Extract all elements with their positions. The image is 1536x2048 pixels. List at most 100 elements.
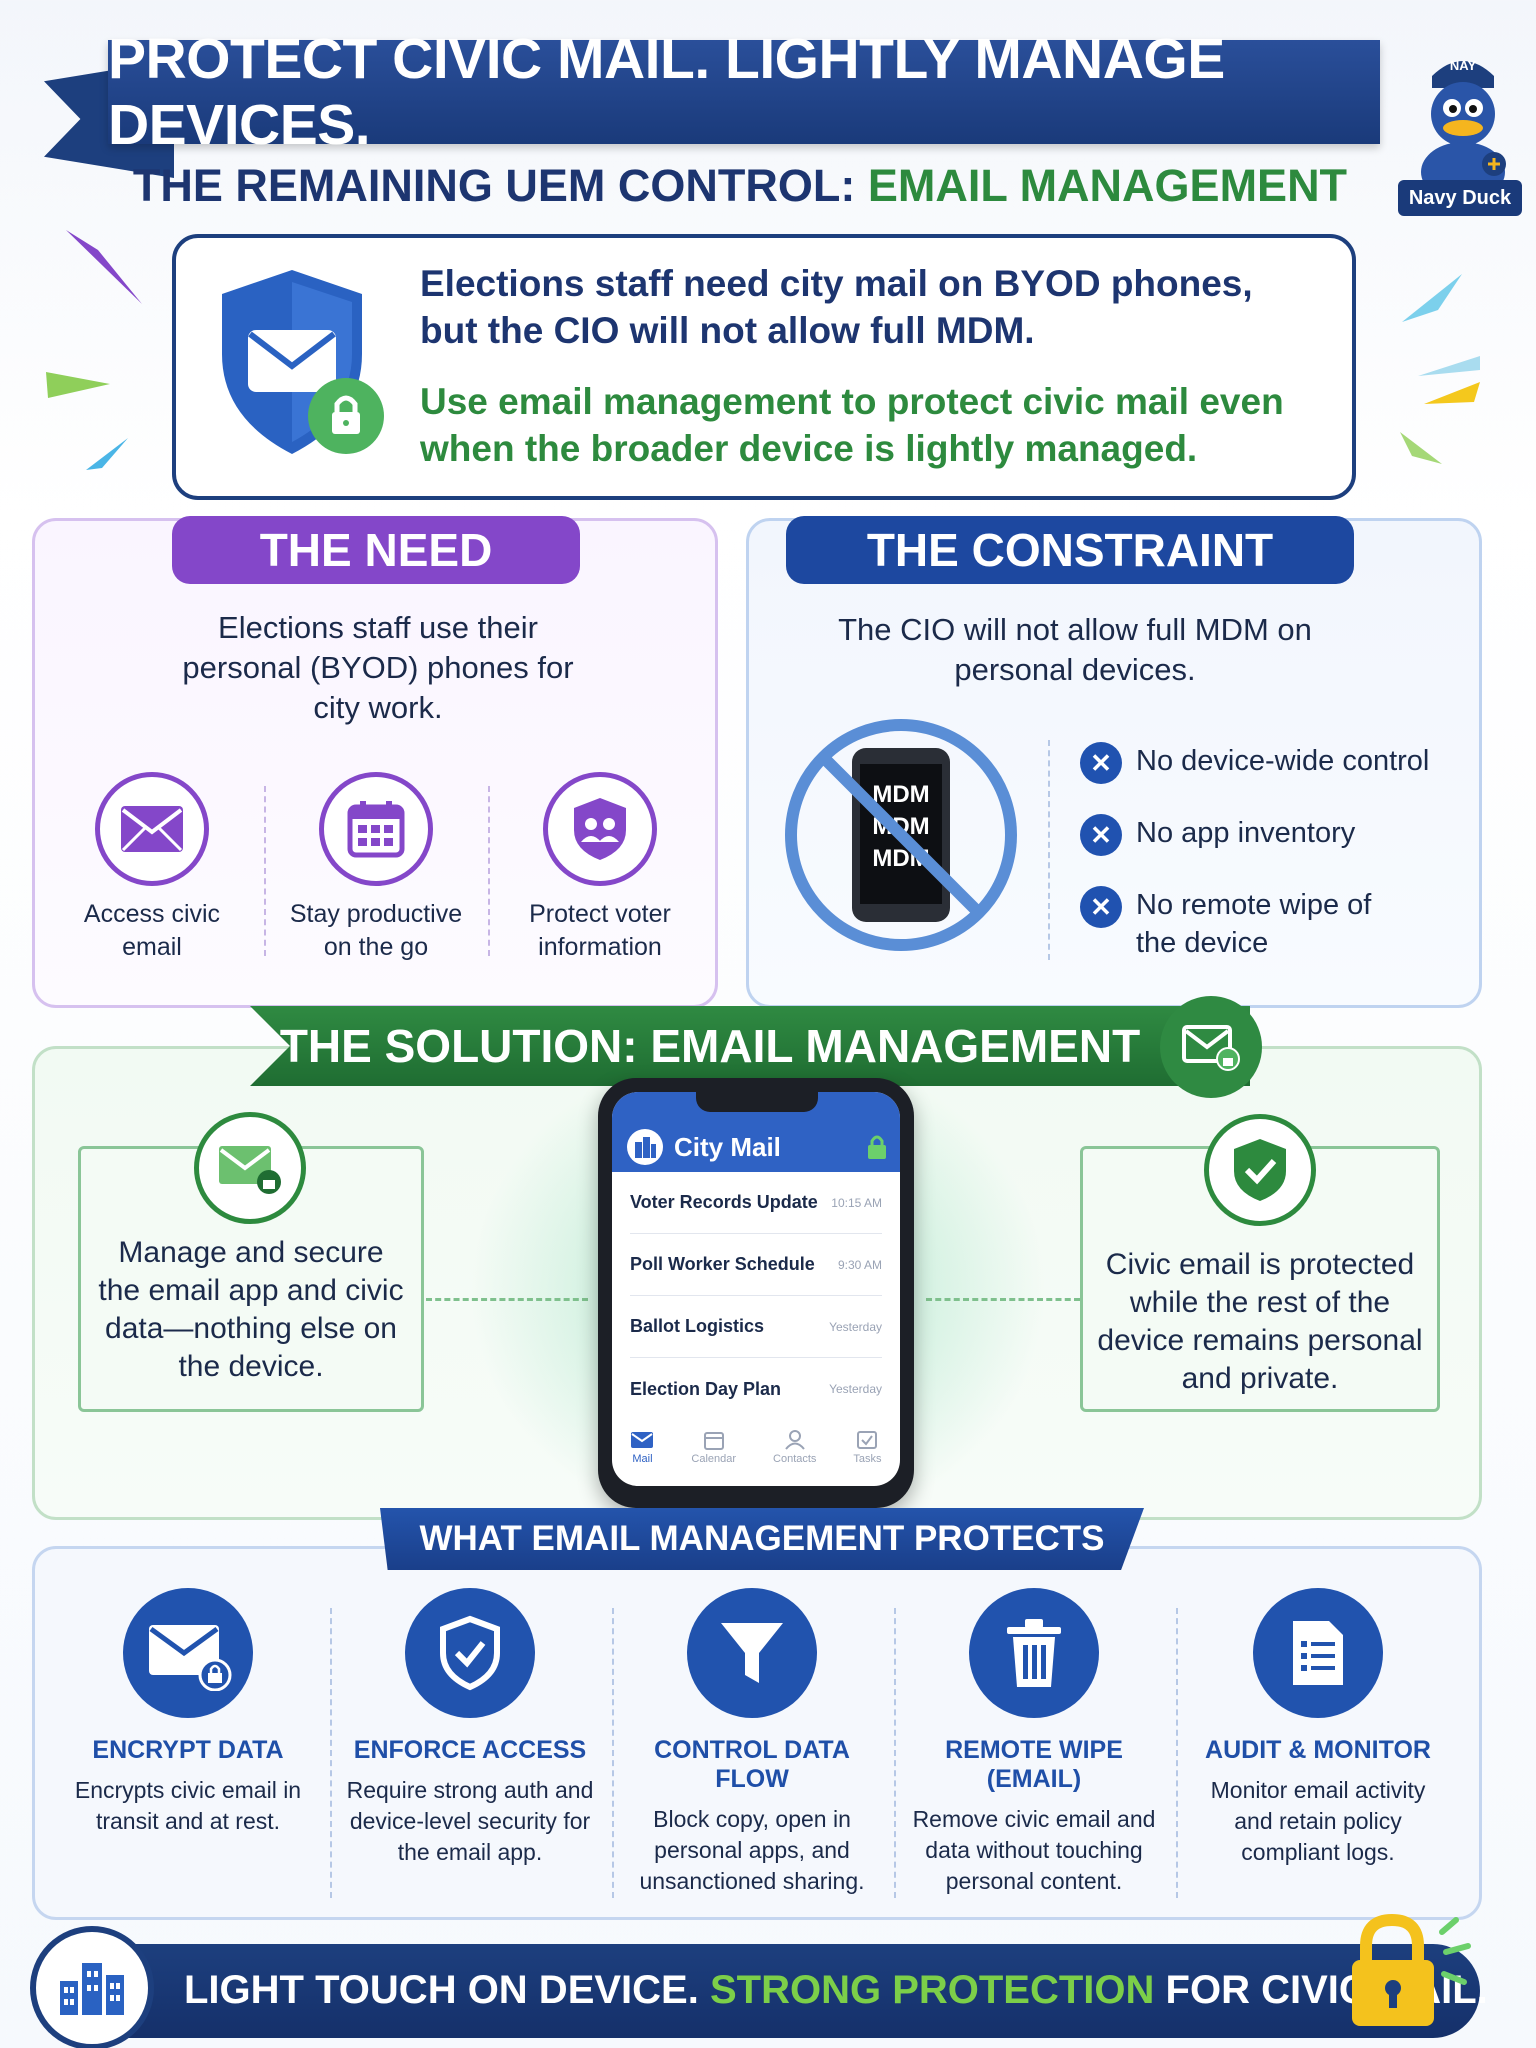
page-subtitle: THE REMAINING UEM CONTROL: EMAIL MANAGEM…: [120, 160, 1360, 212]
mail-subject: Election Day Plan: [630, 1378, 782, 1399]
trash-icon: [969, 1588, 1099, 1718]
divider: [1048, 740, 1050, 960]
mail-list-item[interactable]: Voter Records Update 10:15 AM: [630, 1172, 882, 1234]
city-hall-icon: [30, 1926, 154, 2048]
connector-line: [926, 1298, 1080, 1301]
tab-contacts[interactable]: Contacts: [773, 1429, 817, 1465]
confetti-decoration-icon: [1402, 274, 1462, 322]
page-title: PROTECT CIVIC MAIL. LIGHTLY MANAGE DEVIC…: [108, 27, 1380, 157]
footer-part2: STRONG PROTECTION: [709, 1968, 1155, 2012]
subtitle-accent: EMAIL MANAGEMENT: [867, 160, 1348, 211]
calendar-icon: [703, 1431, 724, 1450]
need-item-label: Stay productive on the go: [289, 900, 463, 961]
constraint-item: ✕ No remote wipe of the device: [1080, 886, 1380, 962]
tab-label: Calendar: [691, 1452, 737, 1465]
envelope-icon: [95, 772, 209, 886]
protect-item-desc: Monitor email activity and retain policy…: [1210, 1777, 1426, 1865]
need-panel: [32, 518, 718, 1008]
confetti-decoration-icon: [86, 438, 128, 470]
mail-icon: [631, 1431, 654, 1448]
intro-problem-text: Elections staff need city mail on BYOD p…: [420, 263, 1253, 351]
mail-time: 10:15 AM: [831, 1195, 882, 1210]
footer-part3: FOR CIVIC MAIL.: [1154, 1968, 1488, 2012]
constraint-description: The CIO will not allow full MDM on perso…: [838, 612, 1312, 687]
mail-time: Yesterday: [829, 1319, 882, 1334]
tab-label: Mail: [632, 1452, 653, 1465]
city-building-icon: [627, 1129, 663, 1165]
confetti-decoration-icon: [66, 230, 142, 304]
constraint-heading: THE CONSTRAINT: [786, 516, 1354, 584]
tab-label: Contacts: [773, 1452, 817, 1465]
mail-subject: Voter Records Update: [630, 1192, 818, 1212]
divider: [1176, 1608, 1178, 1898]
protect-item: ENFORCE ACCESS Require strong auth and d…: [344, 1588, 596, 1868]
funnel-icon: [687, 1588, 817, 1718]
protect-item: REMOTE WIPE (EMAIL) Remove civic email a…: [908, 1588, 1160, 1897]
mascot-label: Navy Duck: [1398, 180, 1522, 216]
need-description: Elections staff use their personal (BYOD…: [182, 610, 574, 725]
need-item: Access civic email: [52, 772, 252, 964]
protect-item-desc: Block copy, open in personal apps, and u…: [639, 1806, 865, 1894]
footer-tagline: LIGHT TOUCH ON DEVICE. STRONG PROTECTION…: [184, 1968, 1488, 2013]
protect-item-title: CONTROL DATA FLOW: [654, 1736, 850, 1793]
divider: [612, 1608, 614, 1898]
tab-mail[interactable]: Mail: [630, 1430, 654, 1465]
no-mdm-phone-icon: MDM MDM MDM: [785, 719, 1017, 951]
protect-item-desc: Require strong auth and device-level sec…: [346, 1777, 594, 1865]
phone-screen: City Mail Voter Records Update 10:15 AM …: [612, 1092, 900, 1486]
constraint-item-label: No app inventory: [1136, 817, 1356, 849]
intro-solution-text: Use email management to protect civic ma…: [420, 381, 1284, 469]
shield-mail-lock-icon: [222, 270, 384, 454]
mail-list-item[interactable]: Election Day Plan Yesterday: [630, 1358, 882, 1420]
footer-part1: LIGHT TOUCH ON DEVICE.: [184, 1968, 710, 2012]
confetti-decoration-icon: [1400, 432, 1442, 464]
x-circle-icon: ✕: [1080, 814, 1122, 856]
protect-item: ENCRYPT DATA Encrypts civic email in tra…: [62, 1588, 314, 1837]
shield-people-icon: [543, 772, 657, 886]
subtitle-main: THE REMAINING UEM CONTROL:: [132, 160, 868, 211]
padlock-icon: [1352, 1913, 1471, 2026]
mail-subject: Ballot Logistics: [630, 1316, 765, 1336]
solution-right-text: Civic email is protected while the rest …: [1097, 1248, 1423, 1395]
phone-screen-text: MDM: [872, 781, 929, 808]
need-heading: THE NEED: [172, 516, 580, 584]
calendar-icon: [319, 772, 433, 886]
constraint-item: ✕ No app inventory: [1080, 814, 1355, 856]
mail-list-item[interactable]: Ballot Logistics Yesterday: [630, 1296, 882, 1358]
mascot-cap-text: NAY: [1450, 58, 1477, 73]
tab-calendar[interactable]: Calendar: [691, 1430, 736, 1465]
mail-time: Yesterday: [829, 1382, 882, 1396]
solution-left-text: Manage and secure the email app and civi…: [98, 1236, 404, 1383]
protect-item: AUDIT & MONITOR Monitor email activity a…: [1192, 1588, 1444, 1868]
connector-line: [426, 1298, 588, 1301]
phone-notch: [696, 1086, 818, 1112]
footer-banner: [50, 1944, 1480, 2038]
need-item: Protect voter information: [500, 772, 700, 964]
document-list-icon: [1253, 1588, 1383, 1718]
x-circle-icon: ✕: [1080, 742, 1122, 784]
phone-tab-bar: Mail Calendar Contacts Tasks: [612, 1416, 900, 1478]
confetti-decoration-icon: [46, 372, 110, 398]
need-item: Stay productive on the go: [276, 772, 476, 964]
constraint-item: ✕ No device-wide control: [1080, 742, 1429, 784]
constraint-item-label: No device-wide control: [1136, 745, 1430, 777]
tab-tasks[interactable]: Tasks: [853, 1430, 882, 1465]
protect-item-title: AUDIT & MONITOR: [1205, 1736, 1431, 1764]
protect-item: CONTROL DATA FLOW Block copy, open in pe…: [626, 1588, 878, 1897]
tab-label: Tasks: [853, 1452, 882, 1465]
mail-lock-badge-icon: [1160, 996, 1262, 1098]
shield-check-icon: [1204, 1114, 1316, 1226]
protects-heading: WHAT EMAIL MANAGEMENT PROTECTS: [380, 1508, 1144, 1570]
need-item-label: Access civic email: [83, 900, 221, 961]
protect-item-title: ENFORCE ACCESS: [353, 1736, 587, 1764]
protect-item-title: ENCRYPT DATA: [92, 1736, 284, 1764]
protect-item-desc: Encrypts civic email in transit and at r…: [74, 1777, 302, 1834]
protect-item-title: REMOTE WIPE (EMAIL): [945, 1736, 1123, 1793]
confetti-decoration-icon: [1418, 356, 1480, 404]
x-circle-icon: ✕: [1080, 886, 1122, 928]
divider: [330, 1608, 332, 1898]
mail-subject: Poll Worker Schedule: [630, 1254, 815, 1274]
need-item-label: Protect voter information: [529, 900, 671, 961]
mail-list-item[interactable]: Poll Worker Schedule 9:30 AM: [630, 1234, 882, 1296]
app-title: City Mail: [674, 1131, 781, 1162]
